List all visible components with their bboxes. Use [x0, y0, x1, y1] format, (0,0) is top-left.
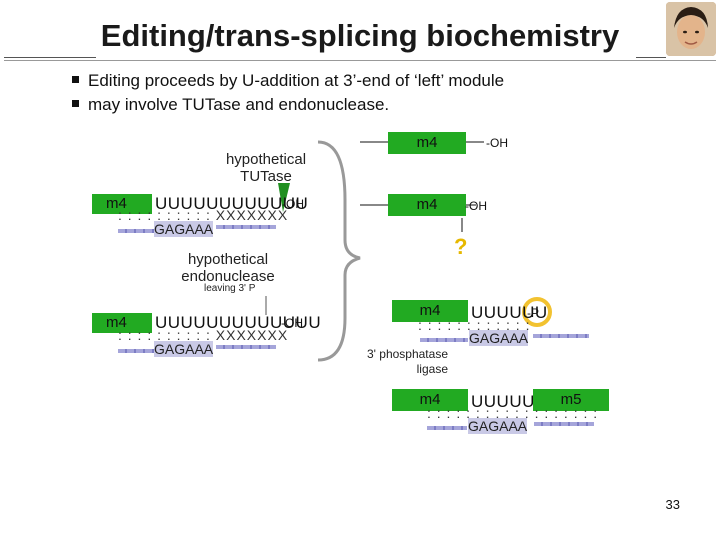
right-top-oh: -OH	[486, 136, 508, 150]
left-lower-guide-wave-right	[216, 345, 276, 349]
right-top-module: m4	[388, 132, 466, 154]
tutase-label: hypothetical TUTase	[225, 151, 307, 185]
phosphate-ring	[522, 297, 552, 327]
right-bottom-module-right: m5	[533, 389, 609, 411]
leaving-label: leaving 3' P	[204, 283, 256, 294]
right-third-module: m4	[392, 300, 468, 322]
left-upper-u-run: UUUUUUUUUUUU	[155, 194, 309, 213]
presenter-photo	[666, 2, 716, 56]
left-upper-guide: GAGAAA	[154, 221, 214, 237]
right-bottom-pairing: : : : : : : : : : : : : : : : : : :	[427, 405, 599, 421]
title-underline	[4, 60, 716, 61]
bullet-1: Editing proceeds by U-addition at 3’-end…	[72, 71, 504, 91]
right-third-guide-wave-left	[420, 338, 468, 342]
slide-title: Editing/trans-splicing biochemistry	[100, 18, 620, 53]
right-third-u-run: UUUUUU	[471, 303, 548, 322]
page-number: 33	[665, 497, 680, 512]
question-mark: ?	[454, 234, 468, 259]
right-bottom-guide-wave-right	[534, 422, 594, 426]
bullet-2: may involve TUTase and endonuclease.	[72, 95, 389, 115]
right-third-guide: GAGAAA	[469, 330, 529, 346]
left-lower-module: m4	[92, 313, 152, 333]
left-upper-module: m4	[92, 194, 152, 214]
left-lower-oh: -OH	[281, 316, 303, 330]
left-lower-guide: GAGAAA	[154, 341, 214, 357]
right-brace	[317, 140, 361, 362]
left-lower-pairing: : : : : : : : : : : XXXXXXX	[118, 327, 289, 343]
right-bottom-u-run: UUUUUU	[471, 392, 548, 411]
right-second-module: m4	[388, 194, 466, 216]
right-second-oh: -OH	[465, 199, 487, 213]
tutase-arrow	[278, 183, 290, 212]
left-lower-u-run: UUUUUUUUUUUUU	[155, 313, 322, 332]
title-rule-right	[636, 57, 666, 58]
left-upper-guide-wave-right	[216, 225, 276, 229]
enzymes-label: 3' phosphatase ligase	[366, 347, 448, 376]
right-third-phosphate: -P	[527, 306, 539, 320]
right-bottom-module-left: m4	[392, 389, 468, 411]
left-upper-guide-wave-left	[118, 229, 154, 233]
right-bottom-guide: GAGAAA	[468, 418, 528, 434]
endonuclease-label: hypothetical endonuclease	[181, 251, 275, 285]
left-upper-oh: -OH	[282, 197, 304, 211]
right-bottom-guide-wave-left	[427, 426, 467, 430]
right-third-guide-wave-right	[533, 334, 589, 338]
right-third-pairing: : : : : : : : : : : : :	[418, 317, 531, 333]
title-rule-left	[4, 57, 96, 58]
left-lower-guide-wave-left	[118, 349, 154, 353]
left-upper-pairing: : : : : : : : : : : XXXXXXX	[118, 207, 289, 223]
